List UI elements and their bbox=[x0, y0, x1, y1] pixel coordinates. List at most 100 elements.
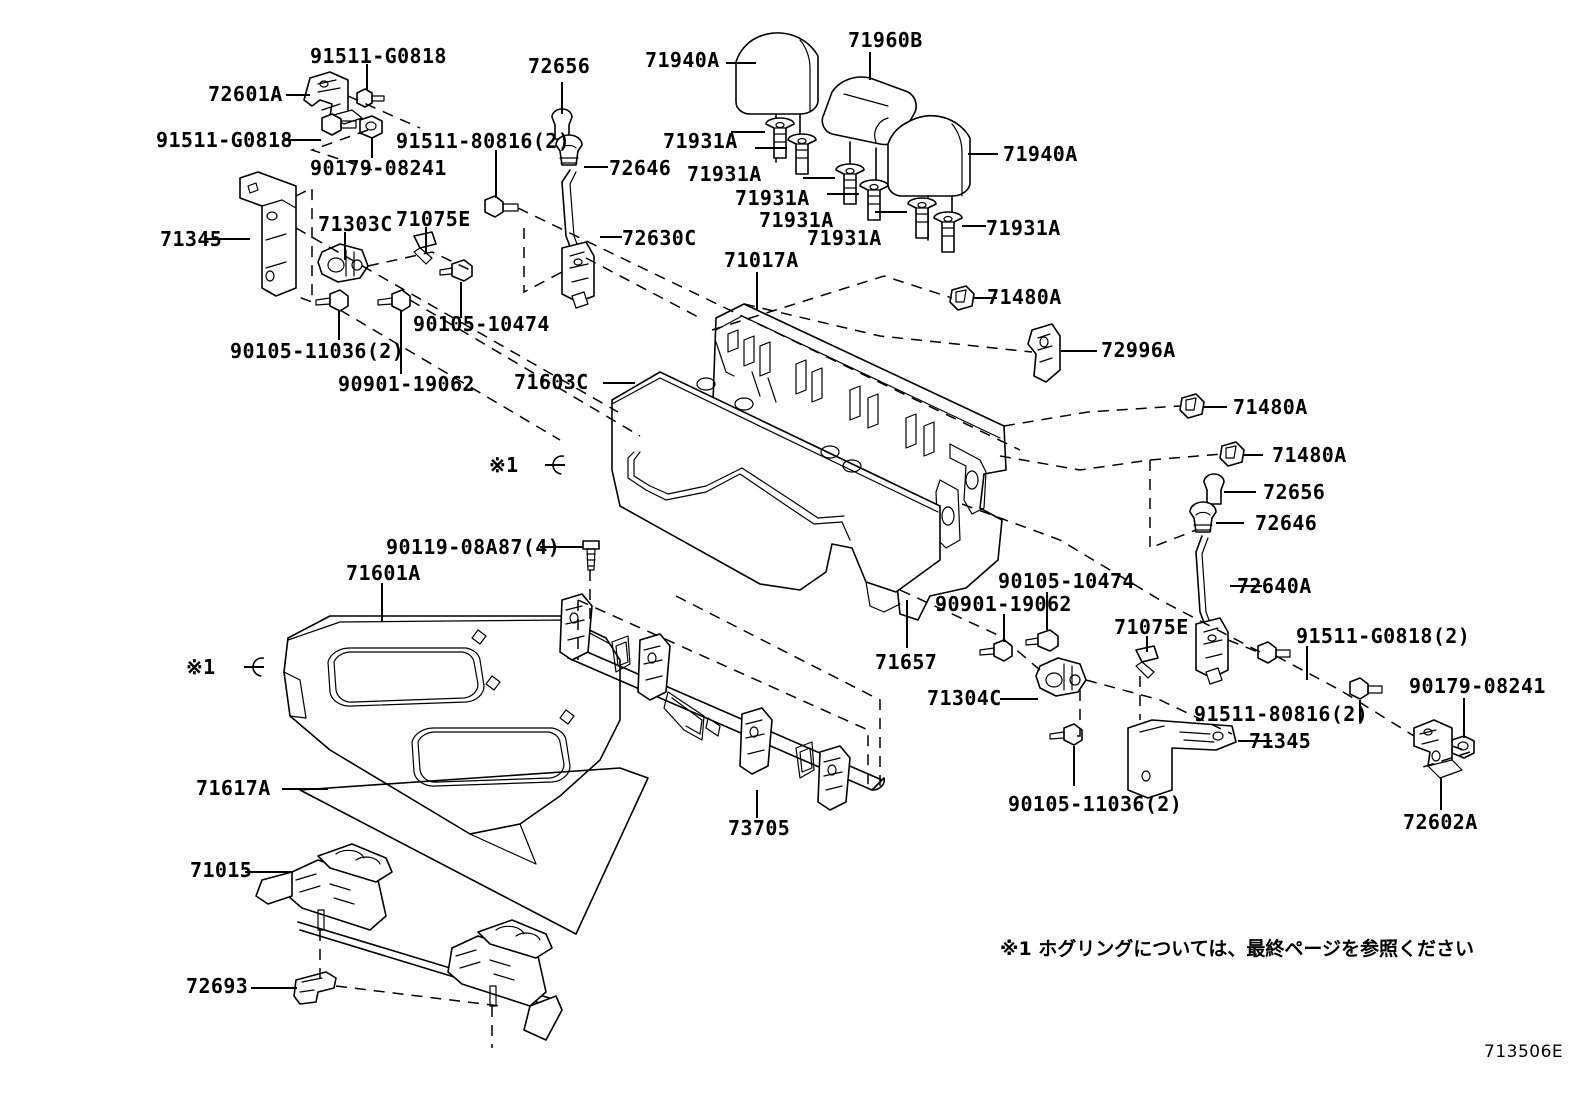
leader-71603C bbox=[603, 382, 635, 384]
leader-71345-top bbox=[204, 238, 250, 240]
part-91511-G0818-bolt-left bbox=[321, 113, 357, 136]
label-71075E-top[interactable]: 71075E bbox=[396, 207, 471, 231]
part-91511-80816-bolt-bottom bbox=[1349, 677, 1383, 700]
label-71603C[interactable]: 71603C bbox=[514, 370, 589, 394]
label-72646-top[interactable]: 72646 bbox=[609, 156, 672, 180]
part-71015-seat-frame bbox=[255, 843, 563, 1041]
label-91511-80816-top[interactable]: 91511-80816(2) bbox=[396, 129, 571, 153]
label-91511-G0818-bot[interactable]: 91511-G0818(2) bbox=[1296, 624, 1471, 648]
label-90179-08241-top[interactable]: 90179-08241 bbox=[310, 156, 447, 180]
leader-90105-11036-top bbox=[338, 310, 340, 340]
hog-ring-symbol-1 bbox=[552, 455, 565, 475]
label-72602A[interactable]: 72602A bbox=[1403, 810, 1478, 834]
hog-ring-symbol-2 bbox=[252, 657, 265, 677]
label-71480A-1[interactable]: 71480A bbox=[987, 285, 1062, 309]
label-71657[interactable]: 71657 bbox=[875, 650, 938, 674]
assembly-guide-lines bbox=[295, 95, 1473, 1048]
label-71480A-2[interactable]: 71480A bbox=[1233, 395, 1308, 419]
part-71075E-screw-bottom bbox=[1135, 645, 1159, 679]
leader-71015 bbox=[245, 871, 293, 873]
label-71931A-1[interactable]: 71931A bbox=[663, 129, 738, 153]
label-71075E-bot[interactable]: 71075E bbox=[1114, 615, 1189, 639]
part-90901-19062-bolt-bottom bbox=[979, 639, 1013, 662]
label-71480A-3[interactable]: 71480A bbox=[1272, 443, 1347, 467]
leader-73705 bbox=[756, 790, 758, 818]
label-90105-10474-bot[interactable]: 90105-10474 bbox=[998, 569, 1135, 593]
label-71303C[interactable]: 71303C bbox=[318, 212, 393, 236]
label-90901-19062-bot[interactable]: 90901-19062 bbox=[935, 592, 1072, 616]
leader-71931A-3 bbox=[803, 177, 835, 179]
leader-71345-bot bbox=[1238, 740, 1272, 742]
part-90105-10474-bolt-top bbox=[439, 259, 473, 282]
leader-71931A-1 bbox=[731, 131, 765, 133]
label-71940A-left[interactable]: 71940A bbox=[645, 48, 720, 72]
leader-71480A-3 bbox=[1243, 454, 1263, 456]
part-71601A-seat-cushion bbox=[283, 615, 621, 865]
leader-91511-80816-bot bbox=[1359, 700, 1361, 722]
leader-71931A-2 bbox=[755, 147, 787, 149]
label-71931A-6[interactable]: 71931A bbox=[986, 216, 1061, 240]
label-72996A[interactable]: 72996A bbox=[1101, 338, 1176, 362]
leader-91511-G0818-bot bbox=[1306, 646, 1308, 680]
label-72630C[interactable]: 72630C bbox=[622, 226, 697, 250]
label-72601A[interactable]: 72601A bbox=[208, 82, 283, 106]
leader-71960B bbox=[869, 52, 871, 80]
label-90119-08A87[interactable]: 90119-08A87(4) bbox=[386, 535, 561, 559]
label-71940A-right[interactable]: 71940A bbox=[1003, 142, 1078, 166]
part-71603C-seatback-cover bbox=[611, 371, 941, 613]
label-90901-19062-top[interactable]: 90901-19062 bbox=[338, 372, 475, 396]
label-71931A-3[interactable]: 71931A bbox=[735, 186, 810, 210]
part-72646-grommet-top bbox=[555, 134, 583, 166]
label-72640A[interactable]: 72640A bbox=[1237, 574, 1312, 598]
leader-71601A bbox=[381, 583, 383, 621]
label-71017A[interactable]: 71017A bbox=[724, 248, 799, 272]
label-71345-top[interactable]: 71345 bbox=[160, 227, 223, 251]
part-90105-11036-bolt-top bbox=[315, 289, 349, 312]
label-91511-G0818-top[interactable]: 91511-G0818 bbox=[310, 44, 447, 68]
label-72646-right[interactable]: 72646 bbox=[1255, 511, 1318, 535]
part-71345-bracket-top bbox=[239, 171, 297, 297]
label-71345-bot[interactable]: 71345 bbox=[1249, 729, 1312, 753]
label-71304C[interactable]: 71304C bbox=[927, 686, 1002, 710]
label-90105-10474-top[interactable]: 90105-10474 bbox=[413, 312, 550, 336]
label-72656-right[interactable]: 72656 bbox=[1263, 480, 1326, 504]
label-73705[interactable]: 73705 bbox=[728, 816, 791, 840]
label-90179-08241-bot[interactable]: 90179-08241 bbox=[1409, 674, 1546, 698]
leader-71617A bbox=[282, 788, 328, 790]
part-71940A-headrest-right bbox=[887, 114, 971, 243]
label-71931A-5[interactable]: 71931A bbox=[807, 226, 882, 250]
label-71015[interactable]: 71015 bbox=[190, 858, 253, 882]
label-71931A-4[interactable]: 71931A bbox=[759, 208, 834, 232]
label-hog-1: ※1 bbox=[489, 453, 519, 477]
part-91511-G0818-bolt-top bbox=[356, 88, 385, 108]
leader-71303C bbox=[344, 232, 346, 260]
part-73705-wire-frame bbox=[559, 593, 886, 811]
label-72656-top[interactable]: 72656 bbox=[528, 54, 591, 78]
leader-hog-1 bbox=[545, 464, 565, 466]
leader-90901-19062-top bbox=[400, 310, 402, 374]
leader-72656-right bbox=[1224, 491, 1256, 493]
label-71960B[interactable]: 71960B bbox=[848, 28, 923, 52]
label-91511-80816-bot[interactable]: 91511-80816(2) bbox=[1194, 702, 1369, 726]
leader-90179-08241-bot bbox=[1463, 698, 1465, 738]
label-72693[interactable]: 72693 bbox=[186, 974, 249, 998]
part-90901-19062-bolt-top bbox=[377, 289, 411, 312]
leader-72601A bbox=[286, 94, 310, 96]
leader-71075E-bot bbox=[1146, 636, 1148, 652]
leader-90119-08A87 bbox=[540, 546, 582, 548]
leader-71075E-top bbox=[425, 227, 427, 253]
leader-90105-10474-top bbox=[460, 282, 462, 318]
leader-90179-08241-top bbox=[371, 138, 373, 158]
part-71960B-headrest-center bbox=[821, 76, 917, 197]
label-90105-11036-top[interactable]: 90105-11036(2) bbox=[230, 339, 405, 363]
part-71480A-clips bbox=[949, 285, 1245, 467]
label-71601A[interactable]: 71601A bbox=[346, 561, 421, 585]
label-71931A-2[interactable]: 71931A bbox=[687, 162, 762, 186]
label-91511-G0818-left[interactable]: 91511-G0818 bbox=[156, 128, 293, 152]
label-90105-11036-bot[interactable]: 90105-11036(2) bbox=[1008, 792, 1183, 816]
leader-91511-80816-top bbox=[495, 150, 497, 198]
label-71617A[interactable]: 71617A bbox=[196, 776, 271, 800]
part-90105-11036-bolt-bottom bbox=[1049, 723, 1083, 746]
leader-hog-2 bbox=[244, 666, 264, 668]
leader-72656-top bbox=[561, 82, 563, 114]
